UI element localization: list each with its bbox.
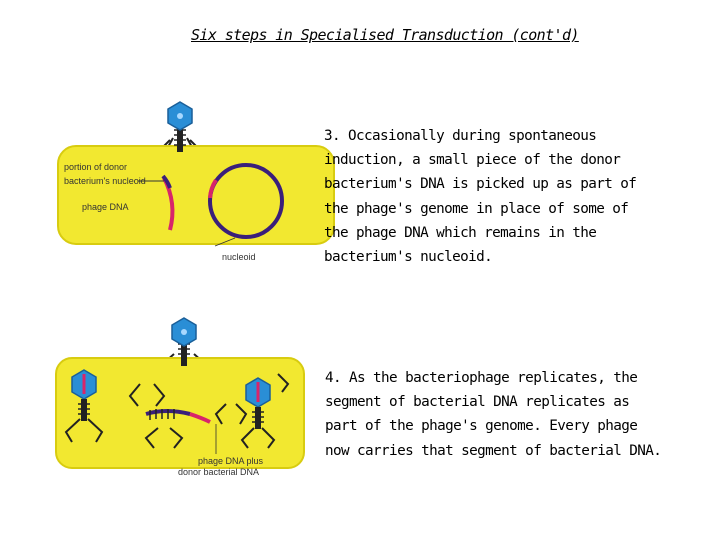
label-combined-2: donor bacterial DNA <box>178 467 259 477</box>
step3-line-1: 3. Occasionally during spontaneous <box>324 128 597 144</box>
step4-line-1: 4. As the bacteriophage replicates, the <box>325 370 638 386</box>
assembling-parts <box>128 383 248 449</box>
label-phage-dna: phage DNA <box>82 202 129 212</box>
step4-line-2: segment of bacterial DNA replicates as <box>325 394 630 411</box>
label-nucleoid: nucleoid <box>222 252 256 262</box>
progeny-phage-left <box>64 369 104 443</box>
step4-line-4: now carries that segment of bacterial DN… <box>325 442 662 459</box>
step3-line-2: induction, a small piece of the donor <box>324 152 621 169</box>
step3-line-6: bacterium's nucleoid. <box>324 249 493 266</box>
bacterium-cell <box>57 145 335 245</box>
nucleoid-dna <box>208 163 284 239</box>
step3-line-3: bacterium's DNA is picked up as part of <box>324 176 637 193</box>
label-portion-2: bacterium's nucleoid <box>64 176 146 186</box>
step4-line-3: part of the phage's genome. Every phage <box>325 418 638 435</box>
step4-diagram: phage DNA plus donor bacterial DNA <box>55 317 305 477</box>
step3-text: 3. Occasionally during spontaneous induc… <box>324 124 637 269</box>
label-portion-1: portion of donor <box>64 162 127 172</box>
progeny-phage-right <box>240 377 276 449</box>
page-title: Six steps in Specialised Transduction (c… <box>191 26 579 44</box>
step3-line-5: the phage DNA which remains in the <box>324 224 597 241</box>
step3-diagram: portion of donor bacterium's nucleoid ph… <box>57 101 335 262</box>
step3-line-4: the phage's genome in place of some of <box>324 200 629 217</box>
label-combined-1: phage DNA plus <box>198 456 264 466</box>
step4-text: 4. As the bacteriophage replicates, the … <box>325 366 662 463</box>
